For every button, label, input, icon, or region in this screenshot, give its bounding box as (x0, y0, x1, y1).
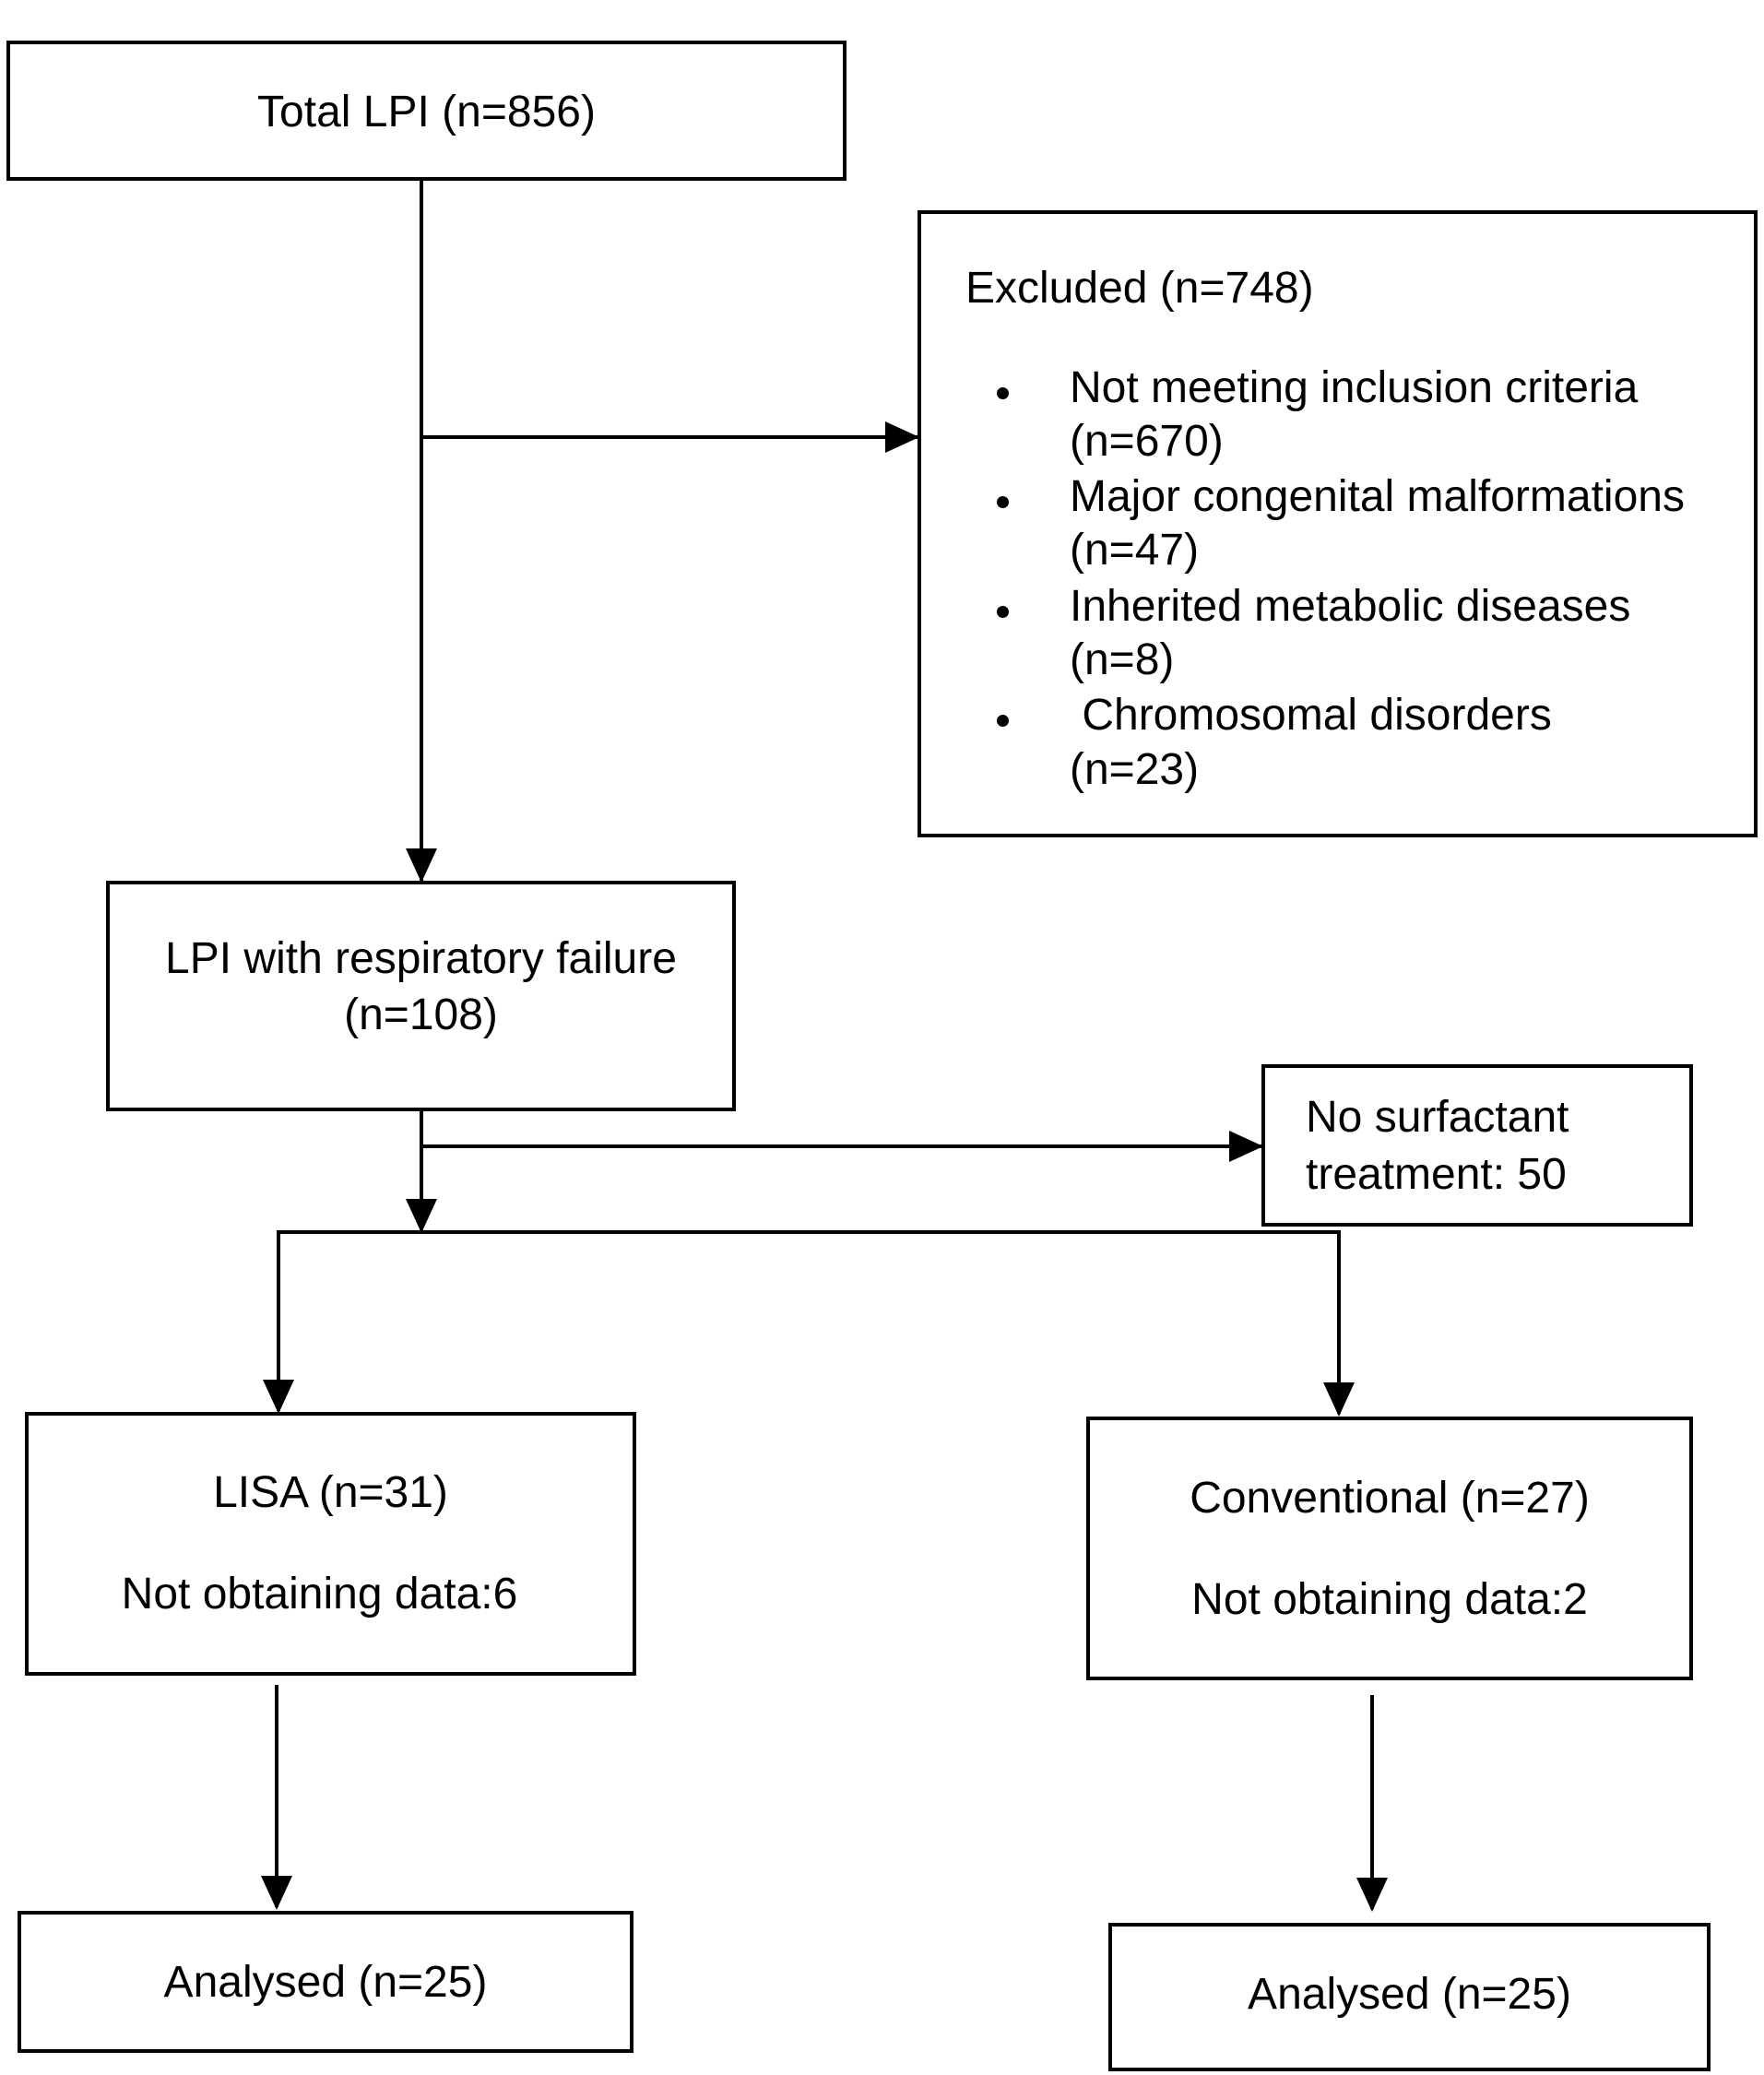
excluded-item-4-line2: (n=23) (1070, 745, 1200, 794)
analysed-conventional-label: Analysed (n=25) (1248, 1970, 1571, 2019)
analysed-lisa-box: Analysed (n=25) (18, 1911, 633, 2053)
excluded-item-1-line1: Not meeting inclusion criteria (1070, 363, 1639, 412)
bullet-icon (997, 606, 1009, 618)
total-lpi-box: Total LPI (n=856) (6, 41, 846, 181)
respiratory-failure-box: LPI with respiratory failure (n=108) (106, 881, 736, 1111)
excluded-item-2-line2: (n=47) (1070, 526, 1200, 575)
arrowhead-lisa (263, 1380, 294, 1414)
total-lpi-label: Total LPI (n=856) (257, 88, 596, 136)
arrowhead-respiratory (406, 848, 437, 883)
bullet-icon (997, 715, 1009, 727)
respiratory-failure-label: LPI with respiratory failure (165, 934, 677, 983)
arrowhead-no-surfactant (1229, 1131, 1263, 1162)
excluded-item-1-line2: (n=670) (1070, 417, 1224, 466)
excluded-box: Excluded (n=748) Not meeting inclusion c… (918, 210, 1758, 837)
lisa-missing-data: Not obtaining data:6 (121, 1570, 518, 1618)
conventional-title: Conventional (n=27) (1190, 1474, 1590, 1523)
conventional-box: Conventional (n=27) Not obtaining data:2 (1086, 1417, 1693, 1680)
arrowhead-analysed-lisa (261, 1876, 292, 1910)
no-surfactant-box: No surfactant treatment: 50 (1261, 1064, 1693, 1227)
conventional-missing-data: Not obtaining data:2 (1191, 1575, 1588, 1624)
bullet-icon (997, 387, 1009, 399)
excluded-item-3-line1: Inherited metabolic diseases (1070, 582, 1631, 631)
bullet-icon (997, 496, 1009, 508)
arrowhead-split (406, 1199, 437, 1233)
respiratory-failure-count: (n=108) (344, 990, 498, 1039)
arrowhead-excluded (885, 421, 919, 453)
excluded-item-3-line2: (n=8) (1070, 635, 1175, 684)
lisa-title: LISA (n=31) (213, 1468, 448, 1517)
no-surfactant-label: No surfactant (1306, 1093, 1569, 1142)
excluded-item-4-line1: Chromosomal disorders (1070, 691, 1552, 740)
excluded-item-2-line1: Major congenital malformations (1070, 472, 1685, 521)
arrowhead-conventional (1323, 1382, 1355, 1417)
arrowhead-analysed-conventional (1356, 1878, 1388, 1912)
analysed-lisa-label: Analysed (n=25) (163, 1958, 488, 2007)
excluded-title: Excluded (n=748) (965, 264, 1314, 313)
lisa-box: LISA (n=31) Not obtaining data:6 (25, 1412, 636, 1676)
analysed-conventional-box: Analysed (n=25) (1108, 1923, 1711, 2071)
no-surfactant-count: treatment: 50 (1306, 1150, 1567, 1199)
